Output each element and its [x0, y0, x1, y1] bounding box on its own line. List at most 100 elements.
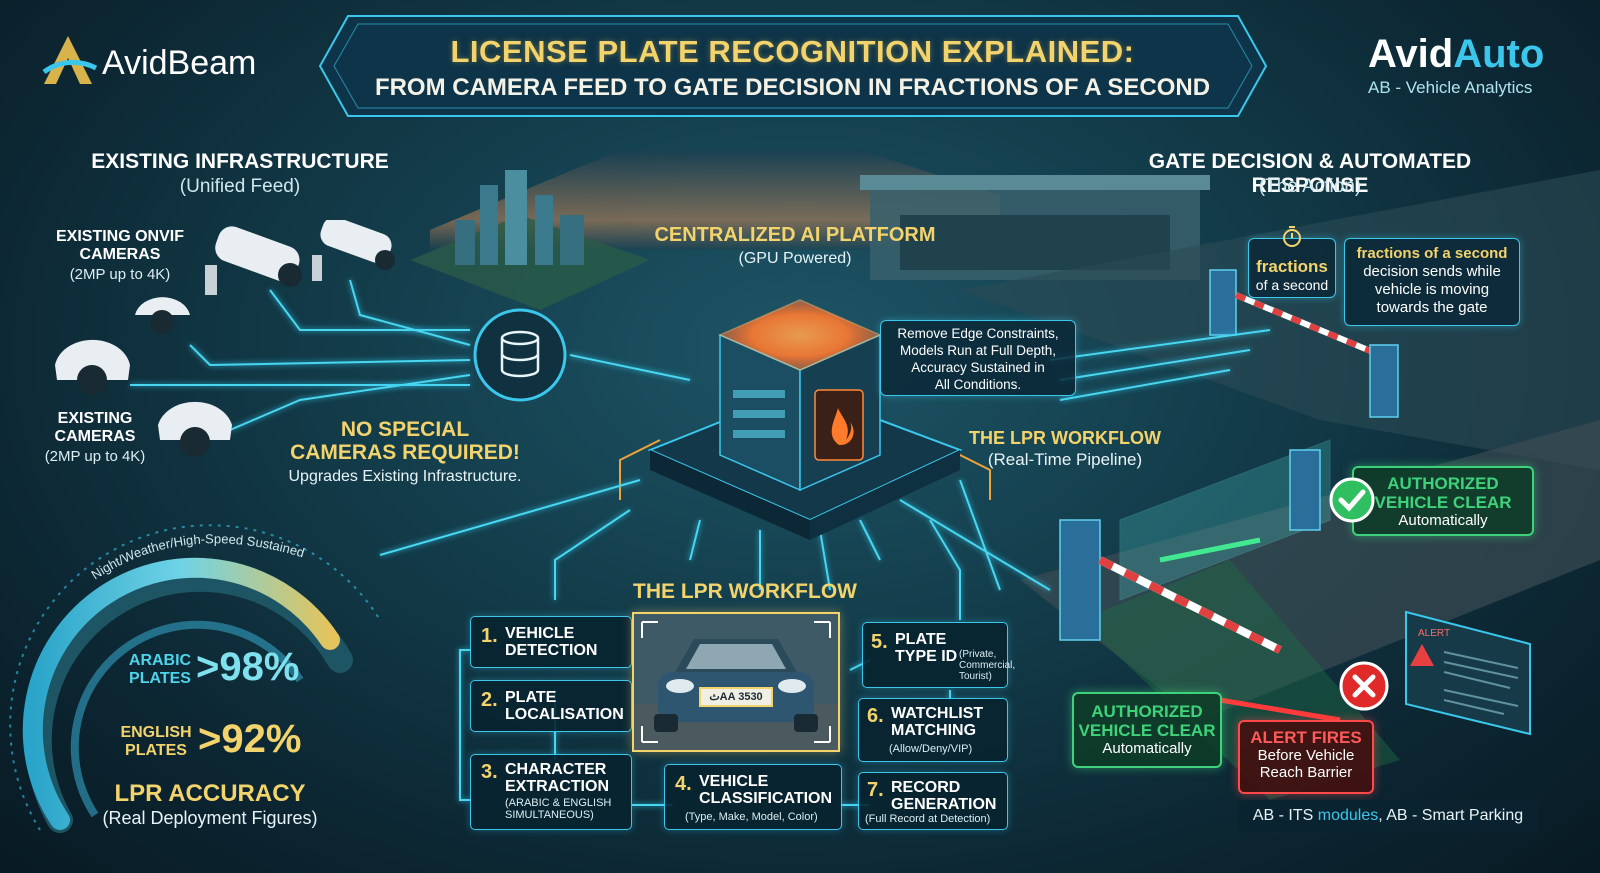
- product-modules-footer: AB - ITS modules, AB - Smart Parking: [1238, 800, 1538, 832]
- step-label-line1: RECORD: [891, 779, 961, 796]
- step-label-line2: DETECTION: [505, 642, 598, 659]
- dome-camera-icon: [55, 339, 130, 395]
- english-plates-label: ENGLISH PLATES: [112, 724, 200, 760]
- arabic-label-line2: PLATES: [129, 670, 191, 687]
- avidauto-tagline: AB - Vehicle Analytics: [1368, 78, 1533, 97]
- decision-line2: vehicle is moving: [1374, 281, 1490, 298]
- car-icon: [634, 614, 838, 750]
- decision-callout: fractions of a second decision sends whi…: [1344, 238, 1520, 326]
- auth-top-line1: AUTHORIZED: [1387, 474, 1499, 493]
- step-number: 7.: [867, 779, 884, 801]
- infrastructure-title: EXISTING INFRASTRUCTURE: [91, 150, 389, 173]
- alert-fires-badge: ALERT FIRES Before Vehicle Reach Barrier: [1238, 720, 1374, 794]
- avidauto-logo-main: Avid: [1368, 32, 1454, 76]
- step-label-line2: EXTRACTION: [505, 778, 609, 795]
- no-special-sub: Upgrades Existing Infrastructure.: [288, 468, 522, 485]
- edge-constraints-callout: Remove Edge Constraints, Models Run at F…: [880, 320, 1076, 396]
- stopwatch-icon: [1283, 226, 1301, 247]
- decision-title: fractions of a second: [1356, 245, 1508, 262]
- accuracy-subtitle: (Real Deployment Figures): [102, 808, 318, 828]
- fractions-callout: fractions of a second: [1248, 238, 1336, 298]
- step-label-line1: WATCHLIST: [891, 705, 984, 722]
- bullet-camera-icon: [312, 220, 395, 281]
- auth-top-line2: VEHICLE CLEAR: [1374, 493, 1512, 512]
- alert-panel-title: ALERT: [1418, 628, 1450, 639]
- decision-line1: decision sends while: [1363, 263, 1501, 280]
- alert-line2: Before Vehicle: [1257, 747, 1355, 764]
- no-special-cameras: NO SPECIAL CAMERAS REQUIRED! Upgrades Ex…: [270, 418, 540, 486]
- authorized-clear-badge-bottom: AUTHORIZED VEHICLE CLEAR Automatically: [1072, 692, 1222, 768]
- gate-decision-title: GATE DECISION & AUTOMATED RESPONSE: [1148, 150, 1472, 197]
- step-detail: (Type, Make, Model, Color): [685, 811, 818, 823]
- footer-part-c: , AB - Smart Parking: [1378, 807, 1524, 824]
- arc-label-text: Night/Weather/High-Speed Sustained: [88, 531, 306, 582]
- step-detail: (Private, Commercial, Tourist): [959, 649, 1016, 682]
- step-number: 3.: [481, 761, 498, 783]
- step-label-line1: PLATE: [505, 689, 557, 706]
- fractions-title: fractions: [1256, 257, 1328, 276]
- authorized-clear-badge-top: AUTHORIZED VEHICLE CLEAR Automatically: [1352, 466, 1534, 536]
- english-label-line2: PLATES: [125, 742, 187, 759]
- camera-group: [55, 220, 395, 457]
- callout-line1: Remove Edge Constraints,: [897, 326, 1059, 341]
- accuracy-title: LPR ACCURACY: [114, 780, 306, 807]
- realtime-workflow-subtitle: (Real-Time Pipeline): [987, 450, 1143, 469]
- platform-title: CENTRALIZED AI PLATFORM: [654, 224, 936, 246]
- decision-line3: towards the gate: [1376, 299, 1488, 316]
- step-label-line1: CHARACTER: [505, 761, 607, 778]
- realtime-workflow-title: THE LPR WORKFLOW: [969, 428, 1161, 448]
- english-label-line1: ENGLISH: [120, 724, 192, 741]
- step-detail: (ARABIC & ENGLISH SIMULTANEOUS): [505, 797, 612, 821]
- auth-top-line3: Automatically: [1398, 512, 1488, 529]
- step-label-line1: VEHICLE: [505, 625, 575, 642]
- gate-decision-subtitle: (The Action): [1258, 176, 1362, 197]
- step-label-line2: CLASSIFICATION: [699, 790, 833, 807]
- step-number: 4.: [675, 773, 692, 795]
- step-label-line2: GENERATION: [891, 796, 997, 813]
- step-number: 2.: [481, 689, 498, 711]
- existing-cameras-spec: (2MP up to 4K): [44, 448, 146, 465]
- page-subtitle: FROM CAMERA FEED TO GATE DECISION IN FRA…: [374, 74, 1211, 101]
- gauge-arc-label: Night/Weather/High-Speed Sustained: [88, 531, 306, 582]
- english-accuracy-value: >92%: [198, 717, 302, 761]
- step-label-line1: PLATE: [895, 631, 947, 648]
- dome-camera-icon: [135, 297, 190, 334]
- checkmark-icon: [1329, 477, 1375, 523]
- footer-part-b: modules: [1317, 807, 1379, 824]
- alert-line3: Reach Barrier: [1259, 764, 1353, 781]
- alert-line1: ALERT FIRES: [1250, 728, 1362, 747]
- auth-bot-line2: VEHICLE CLEAR: [1078, 721, 1216, 740]
- onvif-cameras-spec: (2MP up to 4K): [69, 266, 171, 283]
- license-plate-text: ثAA 3530: [709, 691, 763, 703]
- arabic-label-line1: ARABIC: [128, 652, 192, 669]
- step-label-line1: VEHICLE: [699, 773, 769, 790]
- svg-text:Night/Weather/High-Speed Susta: Night/Weather/High-Speed Sustained: [88, 531, 306, 582]
- page-title: LICENSE PLATE RECOGNITION EXPLAINED:: [450, 34, 1135, 69]
- platform-subtitle: (GPU Powered): [738, 250, 852, 267]
- no-special-line2: CAMERAS REQUIRED!: [290, 441, 520, 464]
- x-mark-icon: [1339, 661, 1389, 711]
- auth-bot-line1: AUTHORIZED: [1091, 702, 1203, 721]
- arabic-accuracy-value: >98%: [196, 645, 300, 689]
- title-banner: [318, 15, 1268, 117]
- vehicle-capture-frame: ثAA 3530: [632, 612, 840, 752]
- dome-camera-icon: [158, 401, 232, 457]
- avidbeam-logo-icon: [42, 36, 98, 84]
- avidauto-logo: AvidAuto: [1368, 32, 1544, 77]
- warning-icon: [1410, 644, 1434, 666]
- infrastructure-subtitle: (Unified Feed): [179, 176, 301, 197]
- callout-line4: All Conditions.: [934, 377, 1022, 392]
